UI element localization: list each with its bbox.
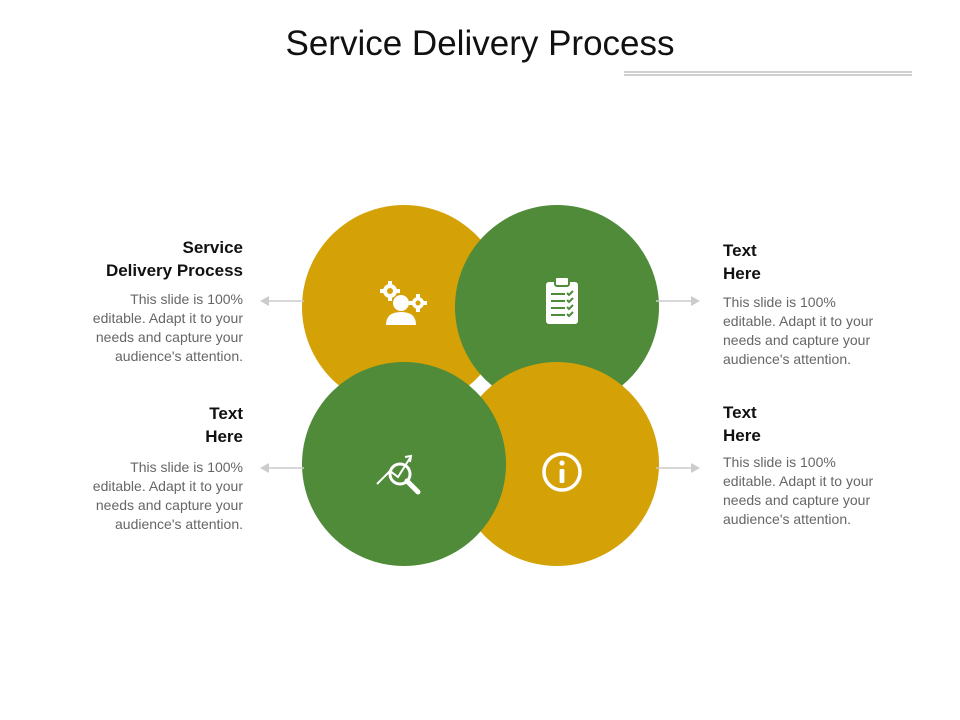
- block-heading: Text Here: [205, 404, 243, 446]
- arrow-top-left: [260, 295, 304, 307]
- team-gears-icon: [374, 275, 434, 335]
- magnifier-growth-icon: [372, 444, 432, 504]
- arrow-bottom-right: [656, 462, 700, 474]
- clipboard-checklist-icon: [532, 272, 592, 332]
- text-block-bottom-right: Text Here This slide is 100% editable. A…: [723, 401, 923, 529]
- text-block-top-right: Text Here This slide is 100% editable. A…: [723, 239, 923, 369]
- block-description: This slide is 100% editable. Adapt it to…: [92, 459, 243, 532]
- info-icon: [532, 442, 592, 502]
- block-heading: Service Delivery Process: [105, 238, 243, 280]
- text-block-top-left: Service Delivery Process This slide is 1…: [40, 236, 243, 366]
- arrow-bottom-left: [260, 462, 304, 474]
- block-description: This slide is 100% editable. Adapt it to…: [723, 294, 874, 367]
- text-block-bottom-left: Text Here This slide is 100% editable. A…: [40, 402, 243, 534]
- block-description: This slide is 100% editable. Adapt it to…: [92, 291, 243, 364]
- block-heading: Text Here: [723, 403, 761, 445]
- block-heading: Text Here: [723, 241, 761, 283]
- arrow-top-right: [656, 295, 700, 307]
- title-underline: [624, 71, 912, 76]
- block-description: This slide is 100% editable. Adapt it to…: [723, 454, 874, 527]
- page-title: Service Delivery Process: [285, 24, 675, 63]
